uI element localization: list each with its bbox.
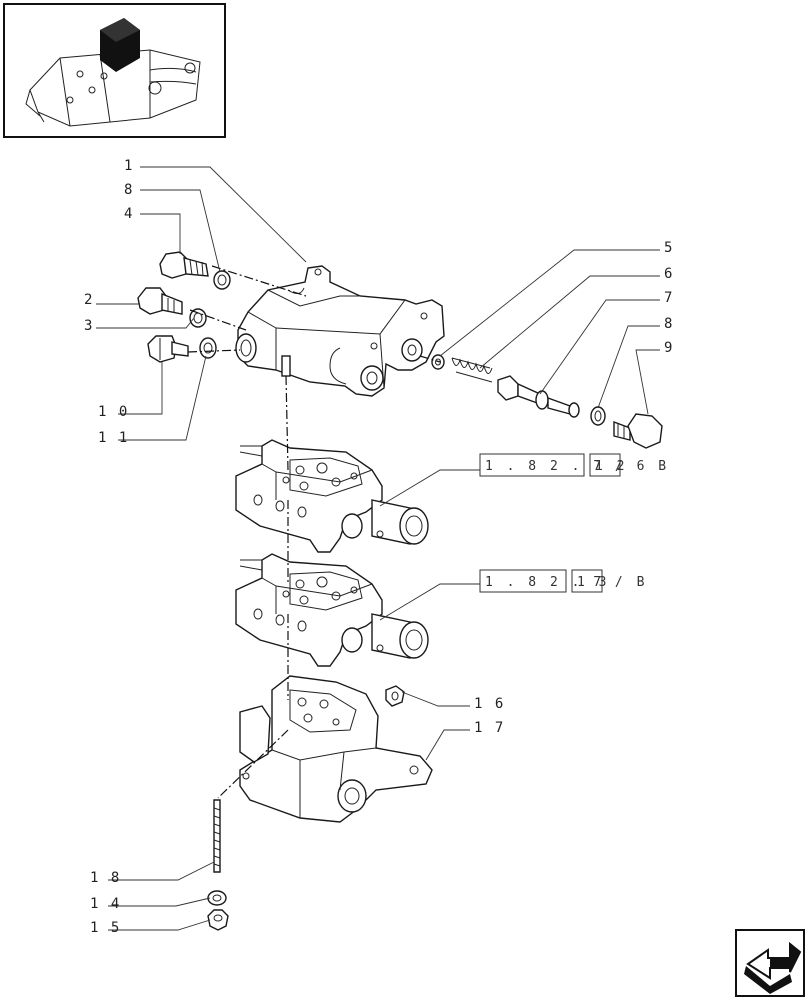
- callout-6: 6: [664, 266, 674, 282]
- o-ring-3: [189, 308, 207, 328]
- callout-8-right: 8: [664, 316, 674, 332]
- callout-15: 1 5: [90, 920, 121, 936]
- plug-16: [385, 685, 405, 707]
- plug-10: [147, 335, 189, 363]
- reference-number-13: 1 3: [577, 575, 609, 590]
- spool-7: [497, 375, 580, 418]
- callout-14: 1 4: [90, 896, 121, 912]
- callout-labels: 1 8 4 2 3 1 0 1 1 5 6 7 8 9 1 6 1 7 1 8 …: [84, 158, 674, 936]
- assembly-axes: [187, 265, 441, 799]
- reference-box-12[interactable]: 1 . 8 2 . 7 / 6 B 1 2: [479, 453, 669, 477]
- base-plate-17: [239, 675, 433, 823]
- callout-18: 1 8: [90, 870, 121, 886]
- callout-7: 7: [664, 290, 674, 306]
- washer-14: [207, 890, 227, 906]
- callout-10: 1 0: [98, 404, 129, 420]
- callout-16: 1 6: [474, 696, 505, 712]
- valve-body-1: [235, 265, 445, 397]
- callout-11: 1 1: [98, 430, 129, 446]
- reference-box-13[interactable]: 1 . 8 2 . 7 / B 1 3: [479, 569, 647, 593]
- callout-5: 5: [664, 240, 674, 256]
- reference-code-13: 1 . 8 2 . 7 / B: [485, 575, 647, 590]
- tractor-hydraulic-lift-thumbnail-icon: [25, 18, 201, 127]
- reference-code-12: 1 . 8 2 . 7 / 6 B: [485, 459, 669, 474]
- callout-3: 3: [84, 318, 94, 334]
- nut-15: [207, 909, 229, 931]
- valve-section-13: [235, 553, 429, 667]
- callout-2: 2: [84, 292, 94, 308]
- o-ring-8-right: [590, 406, 606, 426]
- plug-4: [159, 251, 209, 279]
- callout-8-left: 8: [124, 182, 134, 198]
- callout-4: 4: [124, 206, 134, 222]
- plug-2: [137, 287, 183, 315]
- callout-9: 9: [664, 340, 674, 356]
- o-ring-11: [199, 337, 217, 359]
- valve-section-12: [235, 439, 429, 553]
- plug-9: [613, 413, 663, 449]
- stud-18: [213, 799, 221, 873]
- spring-6: [451, 357, 493, 383]
- callout-1: 1: [124, 158, 134, 174]
- o-ring-8-left: [213, 270, 231, 290]
- callout-17: 1 7: [474, 720, 505, 736]
- next-page-arrow-icon[interactable]: [735, 929, 805, 997]
- reference-number-12: 1 2: [595, 459, 627, 474]
- leader-lines: [96, 166, 660, 931]
- washer-5: [431, 354, 445, 370]
